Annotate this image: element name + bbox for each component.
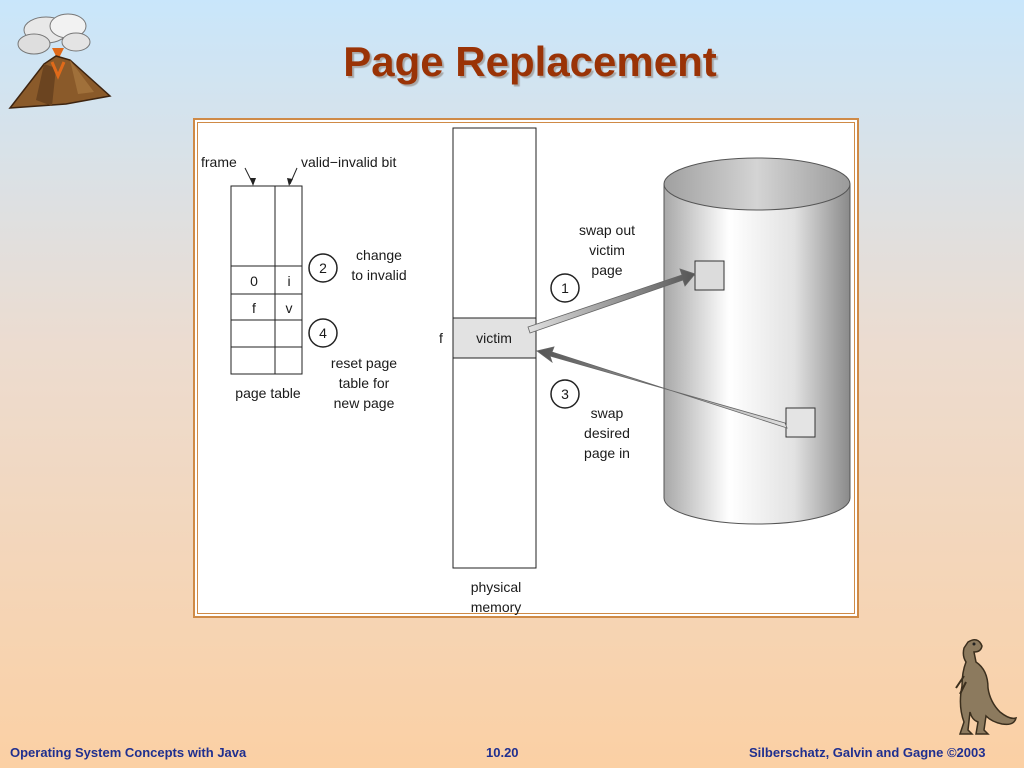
disk-page-victim xyxy=(694,260,725,291)
step-4-text-line1: reset page xyxy=(331,355,397,371)
step-3-marker xyxy=(550,379,580,409)
frame-label: frame xyxy=(201,154,237,170)
dinosaur-mascot-icon xyxy=(955,639,1018,735)
step-1-text-line2: victim xyxy=(589,242,625,258)
page-table-row1-bit: i xyxy=(287,273,290,289)
step-3-text-line2: desired xyxy=(584,425,630,441)
step-1-number: 1 xyxy=(561,280,569,296)
backing-store-disk xyxy=(663,157,851,525)
step-1-text-line3: page xyxy=(591,262,622,278)
volcano-logo-icon xyxy=(8,13,112,109)
step-4-text-line3: new page xyxy=(334,395,395,411)
swap-in-arrow xyxy=(536,346,788,429)
step-2-marker xyxy=(308,253,338,283)
step-1-marker xyxy=(550,273,580,303)
frame-pointer-arrowhead xyxy=(250,178,256,186)
swap-out-arrow xyxy=(527,268,696,334)
step-4-number: 4 xyxy=(319,325,327,341)
step-4-marker xyxy=(308,318,338,348)
frame-f-label: f xyxy=(439,330,443,346)
footer-book-title: Operating System Concepts with Java xyxy=(10,745,247,760)
page-table-row2-bit: v xyxy=(286,300,293,316)
step-2-text-line2: to invalid xyxy=(351,267,406,283)
step-1-text-line1: swap out xyxy=(579,222,635,238)
step-4-text-line2: table for xyxy=(339,375,390,391)
footer-copyright: Silberschatz, Galvin and Gagne ©2003 xyxy=(749,745,986,760)
slide-title: Page Replacement xyxy=(343,38,717,85)
valid-invalid-pointer-arrowhead xyxy=(287,178,293,186)
victim-frame xyxy=(452,317,537,359)
valid-invalid-label: valid−invalid bit xyxy=(301,154,396,170)
step-3-text-line1: swap xyxy=(591,405,624,421)
victim-label: victim xyxy=(476,330,512,346)
page-table-row1-frame: 0 xyxy=(250,273,258,289)
page-table-label: page table xyxy=(235,385,301,401)
step-2-number: 2 xyxy=(319,260,327,276)
footer-slide-number: 10.20 xyxy=(486,745,519,760)
physical-memory-label-line1: physical xyxy=(471,579,522,595)
page-table xyxy=(230,185,303,375)
disk-page-desired xyxy=(785,407,816,438)
physical-memory-label-line2: memory xyxy=(471,599,522,615)
step-3-text-line3: page in xyxy=(584,445,630,461)
page-table-row2-frame: f xyxy=(252,300,256,316)
step-2-text-line1: change xyxy=(356,247,402,263)
step-3-number: 3 xyxy=(561,386,569,402)
